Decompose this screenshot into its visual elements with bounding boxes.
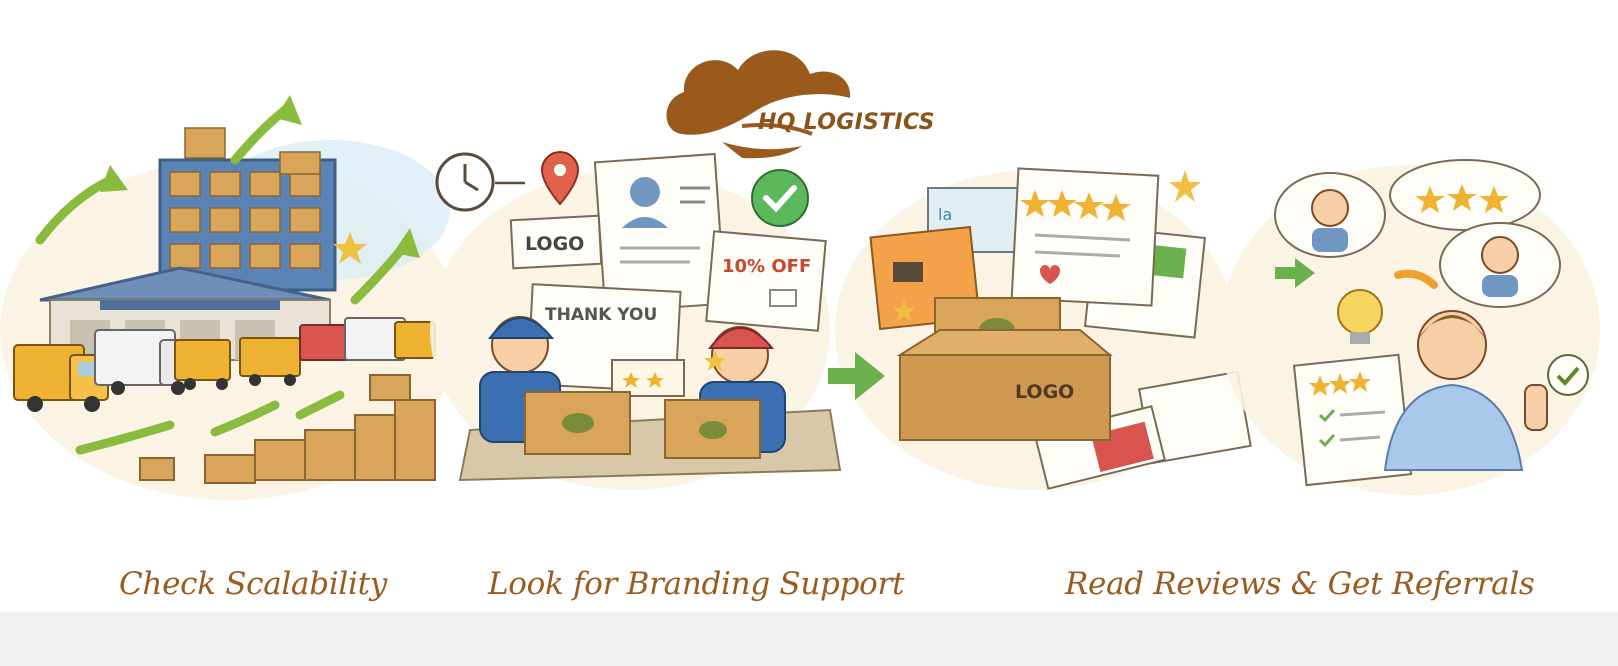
- thumbs-up-icon: [1383, 310, 1548, 471]
- warehouse-icon: [39, 127, 337, 361]
- arrow-right-icon: [828, 352, 885, 400]
- logo-card: LOGO: [509, 214, 603, 270]
- person-icon: [1311, 189, 1519, 297]
- discount-card: 10% OFF: [705, 230, 827, 332]
- box-icon: [139, 374, 436, 484]
- logo-card-label: LOGO: [525, 233, 584, 255]
- footer-band: [0, 612, 1618, 666]
- checklist-icon: [1292, 353, 1413, 487]
- branding-illustration: LOGO 10% OFF THANK YOU: [430, 150, 842, 490]
- svg-text:la: la: [938, 205, 952, 224]
- reviews-illustration: [1220, 159, 1600, 495]
- caption-branding-support: Look for Branding Support: [488, 566, 905, 602]
- star-rating-icon: [1010, 167, 1160, 307]
- brochure-icon: la: [869, 187, 1252, 490]
- company-logo: HQ LOGISTICS: [662, 42, 934, 162]
- caption-reviews-referrals: Read Reviews & Get Referrals: [1065, 566, 1535, 602]
- cloud-logo-icon: [666, 50, 851, 159]
- checkmark-icon: [751, 169, 809, 227]
- box-logo-label: LOGO: [1015, 381, 1074, 403]
- discount-card-label: 10% OFF: [722, 256, 811, 277]
- illustration-strip: LOGO 10% OFF THANK YOU: [0, 95, 1600, 500]
- caption-check-scalability: Check Scalability: [119, 566, 387, 602]
- star-icon: [1415, 184, 1509, 213]
- arrow-right-icon: [1275, 258, 1438, 289]
- packaging-illustration: la: [828, 167, 1252, 490]
- profile-card-icon: [593, 152, 727, 314]
- scalability-illustration: [0, 95, 460, 500]
- checkmark-icon: [1547, 354, 1589, 396]
- truck-icon: [13, 317, 436, 412]
- box-icon: [524, 391, 761, 459]
- clock-icon: [435, 152, 525, 212]
- open-box-icon: LOGO: [896, 297, 1113, 441]
- lightbulb-icon: [1337, 289, 1383, 344]
- location-pin-icon: [540, 150, 580, 206]
- logo-text: HQ LOGISTICS: [758, 110, 935, 135]
- thank-you-card-label: THANK YOU: [545, 305, 657, 325]
